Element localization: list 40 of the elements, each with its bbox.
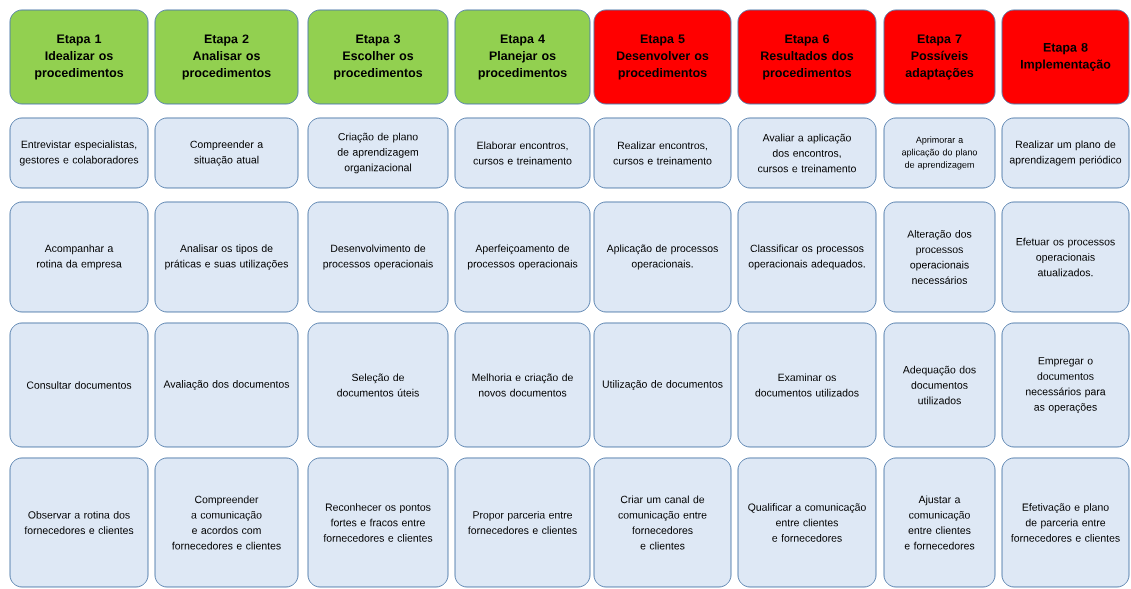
task-box: Reconhecer os pontos fortes e fracos entre fornecedores e clientes <box>307 457 449 588</box>
task-box: Ajustar a comunicação entre clientes e fornecedores <box>883 457 996 588</box>
stage-header-box: Etapa 7 Possíveis adaptações <box>883 9 996 105</box>
task-box: Adequação dos documentos utilizados <box>883 322 996 448</box>
task-box: Criar um canal de comunicação entre fornecedores e clientes <box>593 457 732 588</box>
task-box: Elaborar encontros, cursos e treinamento <box>454 117 591 189</box>
task-box: Consultar documentos <box>9 322 149 448</box>
stage-header-box: Etapa 8 Implementação <box>1001 9 1130 105</box>
task-box: Propor parceria entre fornecedores e clientes <box>454 457 591 588</box>
task-box: Compreender a comunicação e acordos com fornecedores e clientes <box>154 457 299 588</box>
stage-header-box: Etapa 5 Desenvolver os procedimentos <box>593 9 732 105</box>
stage-header-box: Etapa 2 Analisar os procedimentos <box>154 9 299 105</box>
task-box: Aperfeiçoamento de processos operacionais <box>454 201 591 313</box>
task-box: Melhoria e criação de novos documentos <box>454 322 591 448</box>
task-box: Alteração dos processos operacionais necessários <box>883 201 996 313</box>
task-box: Aplicação de processos operacionais. <box>593 201 732 313</box>
task-box: Avaliação dos documentos <box>154 322 299 448</box>
task-box: Acompanhar a rotina da empresa <box>9 201 149 313</box>
task-box: Efetivação e plano de parceria entre fornecedores e clientes <box>1001 457 1130 588</box>
task-box: Utilização de documentos <box>593 322 732 448</box>
task-box: Empregar o documentos necessários para as operações <box>1001 322 1130 448</box>
task-box: Compreender a situação atual <box>154 117 299 189</box>
stage-header-box: Etapa 3 Escolher os procedimentos <box>307 9 449 105</box>
task-box: Examinar os documentos utilizados <box>737 322 877 448</box>
task-box: Observar a rotina dos fornecedores e clientes <box>9 457 149 588</box>
task-box: Avaliar a aplicação dos encontros, cursos e treinamento <box>737 117 877 189</box>
task-box: Analisar os tipos de práticas e suas utilizações <box>154 201 299 313</box>
stage-header-box: Etapa 1 Idealizar os procedimentos <box>9 9 149 105</box>
task-box: Criação de plano de aprendizagem organizacional <box>307 117 449 189</box>
task-box: Qualificar a comunicação entre clientes e fornecedores <box>737 457 877 588</box>
task-box: Classificar os processos operacionais adequados. <box>737 201 877 313</box>
task-box: Realizar encontros, cursos e treinamento <box>593 117 732 189</box>
task-box: Desenvolvimento de processos operacionais <box>307 201 449 313</box>
task-box: Entrevistar especialistas, gestores e colaboradores <box>9 117 149 189</box>
stage-header-box: Etapa 6 Resultados dos procedimentos <box>737 9 877 105</box>
task-box: Aprimorar a aplicação do plano de aprendizagem <box>883 117 996 189</box>
task-box: Seleção de documentos úteis <box>307 322 449 448</box>
stage-header-box: Etapa 4 Planejar os procedimentos <box>454 9 591 105</box>
task-box: Realizar um plano de aprendizagem periódico <box>1001 117 1130 189</box>
task-box: Efetuar os processos operacionais atualizados. <box>1001 201 1130 313</box>
